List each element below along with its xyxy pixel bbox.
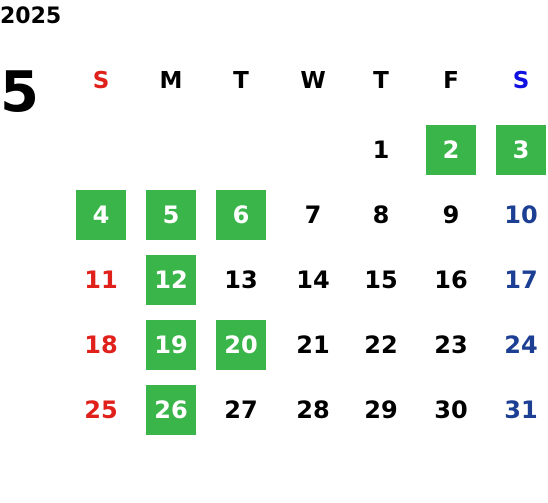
calendar-month: 5 [0, 60, 39, 125]
day-cell-4[interactable]: 4 [76, 190, 126, 240]
day-cell-25[interactable]: 25 [84, 396, 118, 424]
day-cell-10[interactable]: 10 [504, 201, 538, 229]
day-cell-7[interactable]: 7 [304, 201, 322, 229]
day-cell-8[interactable]: 8 [372, 201, 390, 229]
day-cell-5[interactable]: 5 [146, 190, 196, 240]
day-cell-28[interactable]: 28 [296, 396, 330, 424]
weekday-header-sat: S [512, 68, 530, 94]
calendar-year: 2025 [0, 4, 62, 29]
day-cell-20[interactable]: 20 [216, 320, 266, 370]
day-cell-12[interactable]: 12 [146, 255, 196, 305]
day-cell-18[interactable]: 18 [84, 331, 118, 359]
day-cell-17[interactable]: 17 [504, 266, 538, 294]
day-cell-6[interactable]: 6 [216, 190, 266, 240]
day-cell-26[interactable]: 26 [146, 385, 196, 435]
day-cell-16[interactable]: 16 [434, 266, 468, 294]
day-cell-15[interactable]: 15 [364, 266, 398, 294]
day-cell-13[interactable]: 13 [224, 266, 258, 294]
day-cell-27[interactable]: 27 [224, 396, 258, 424]
day-cell-2[interactable]: 2 [426, 125, 476, 175]
day-cell-14[interactable]: 14 [296, 266, 330, 294]
weekday-header-wed: W [300, 68, 326, 94]
day-cell-21[interactable]: 21 [296, 331, 330, 359]
day-cell-11[interactable]: 11 [84, 266, 118, 294]
day-cell-30[interactable]: 30 [434, 396, 468, 424]
day-cell-19[interactable]: 19 [146, 320, 196, 370]
day-cell-1[interactable]: 1 [372, 136, 390, 164]
weekday-header-fri: F [443, 68, 459, 94]
day-cell-22[interactable]: 22 [364, 331, 398, 359]
day-cell-3[interactable]: 3 [496, 125, 546, 175]
weekday-header-tue: T [233, 68, 249, 94]
day-cell-31[interactable]: 31 [504, 396, 538, 424]
day-cell-24[interactable]: 24 [504, 331, 538, 359]
weekday-header-sun: S [92, 68, 110, 94]
day-cell-23[interactable]: 23 [434, 331, 468, 359]
weekday-header-thu: T [373, 68, 389, 94]
day-cell-29[interactable]: 29 [364, 396, 398, 424]
day-cell-9[interactable]: 9 [442, 201, 460, 229]
weekday-header-mon: M [159, 68, 183, 94]
